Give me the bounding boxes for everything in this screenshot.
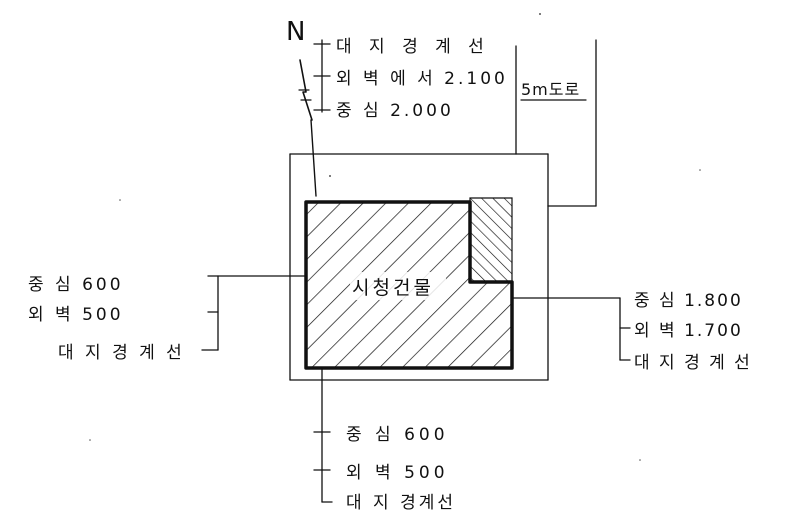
top-boundary-label: 대 지 경 계 선 — [336, 37, 490, 57]
left-outer-wall-label: 외 벽 500 — [28, 305, 124, 325]
site-boundary — [289, 153, 549, 381]
right-outer-wall-label: 외 벽 1.700 — [634, 321, 743, 341]
road-outline — [515, 39, 597, 207]
left-center-label: 중 심 600 — [28, 275, 124, 295]
bottom-boundary-label: 대 지 경계선 — [346, 493, 456, 513]
paper-specks — [89, 13, 701, 461]
north-label: N — [286, 17, 305, 47]
building-label: 시청건물 — [352, 277, 434, 299]
left-boundary-label: 대 지 경 계 선 — [58, 343, 185, 363]
road-label: 5m도로 — [521, 80, 580, 99]
right-boundary-label: 대 지 경 계 선 — [634, 353, 752, 373]
right-center-label: 중 심 1.800 — [634, 291, 743, 311]
left-dimension-bracket — [201, 275, 307, 351]
top-dimension-bracket — [313, 39, 331, 113]
bottom-dimension-bracket — [313, 367, 333, 503]
top-outer-wall-label: 외 벽 에 서 2.100 — [336, 69, 508, 89]
north-arrow-icon — [298, 59, 317, 197]
top-center-label: 중 심 2.000 — [336, 101, 454, 121]
right-dimension-bracket — [511, 297, 631, 361]
bottom-center-label: 중 심 600 — [346, 425, 449, 445]
bottom-outer-wall-label: 외 벽 500 — [346, 463, 449, 483]
